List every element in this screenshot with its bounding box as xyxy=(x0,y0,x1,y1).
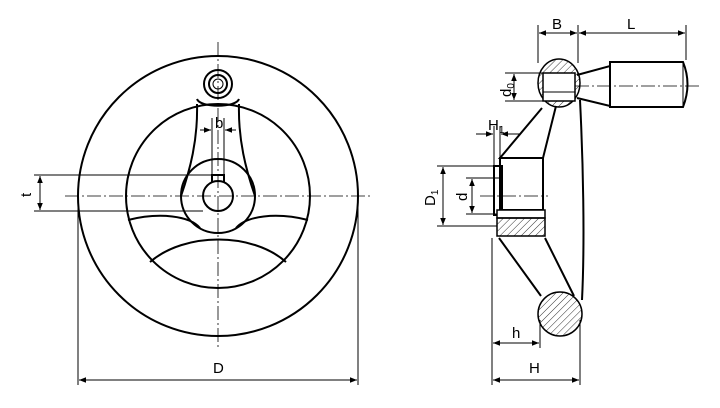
lower-spoke xyxy=(498,237,575,297)
hub-bore xyxy=(496,209,546,219)
label-d0: d0 xyxy=(498,83,517,97)
label-D1: D1 xyxy=(422,189,441,206)
boss-outline xyxy=(196,98,240,107)
label-H1: H1 xyxy=(488,117,505,136)
hub-section xyxy=(496,217,546,237)
rim-side-line xyxy=(579,99,585,301)
label-t: t xyxy=(18,192,35,197)
rim-section-bottom xyxy=(537,291,583,337)
handle-bore xyxy=(542,72,576,102)
spoke-edge-2 xyxy=(237,103,256,197)
upper-spoke xyxy=(497,105,557,159)
hub-body xyxy=(499,157,544,211)
front-view: b t D xyxy=(18,42,372,385)
spoke-edge-3 xyxy=(127,214,201,229)
label-B: B xyxy=(552,16,562,33)
label-H: H xyxy=(529,360,540,377)
side-view: B L d0 H1 D1 d xyxy=(422,16,700,385)
label-h: h xyxy=(512,325,520,342)
spoke-edge-5 xyxy=(149,238,287,263)
label-L: L xyxy=(627,16,635,33)
label-b: b xyxy=(215,115,223,132)
handle-grip xyxy=(609,61,689,108)
label-D: D xyxy=(213,360,224,377)
label-d: d xyxy=(454,193,471,201)
spoke-edge-4 xyxy=(235,214,309,229)
spoke-edge-1 xyxy=(180,103,199,197)
